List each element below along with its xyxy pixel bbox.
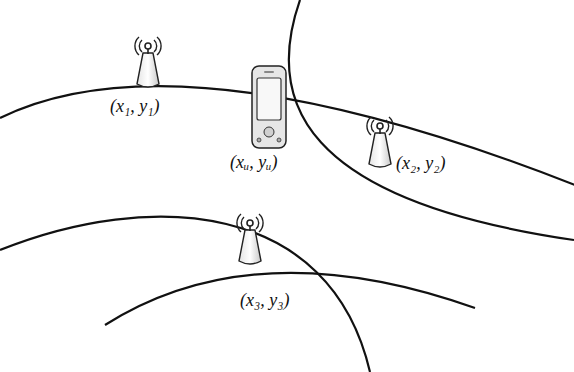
hyperbola-curve (289, 0, 574, 240)
coordinate-label: (x₃, y₃) (240, 290, 289, 311)
coordinate-label: (x₁, y₁) (110, 96, 159, 117)
antenna-symbol (135, 37, 161, 87)
antenna-symbol (367, 117, 393, 167)
hyperbola-curve (105, 273, 475, 325)
coordinate-label: (x₂, y₂) (396, 153, 445, 174)
hyperbola-curve (0, 86, 574, 185)
coordinate-label: (xᵤ, yᵤ) (230, 152, 278, 173)
hyperbola-curve (0, 217, 370, 372)
phone-symbol (252, 66, 286, 148)
antenna-symbol (237, 214, 263, 264)
